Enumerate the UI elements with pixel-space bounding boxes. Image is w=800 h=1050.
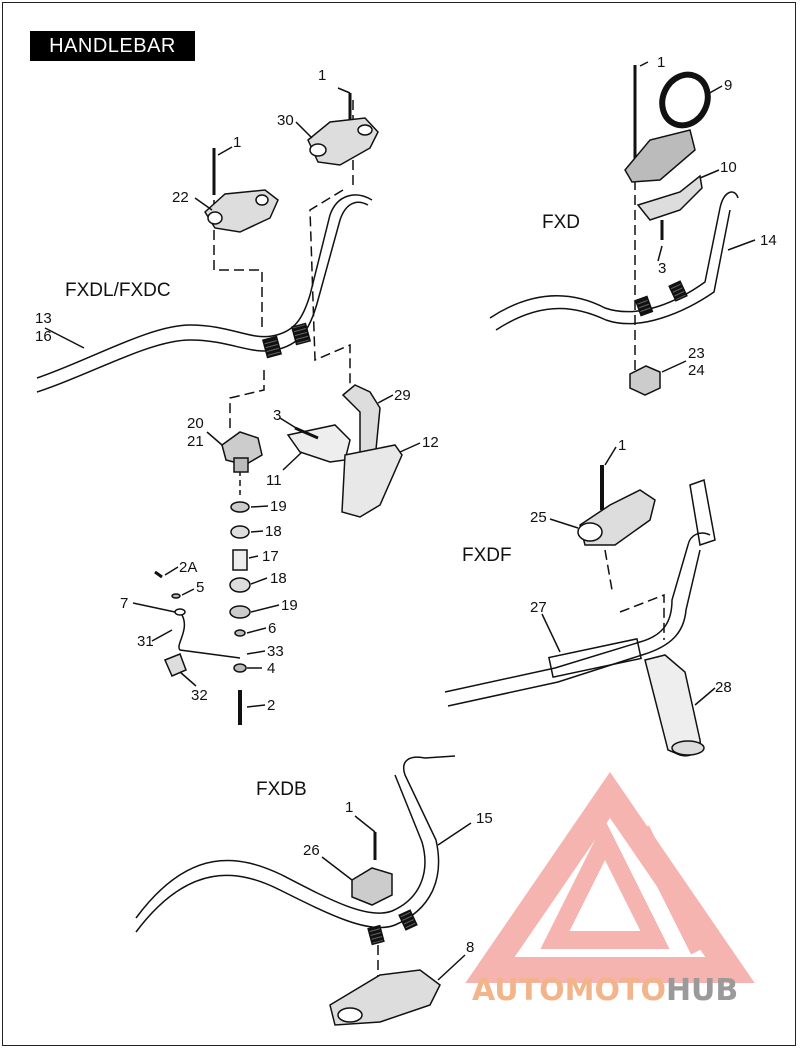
callout-10: 10	[720, 159, 737, 176]
callout-17: 17	[262, 548, 279, 565]
watermark-logo	[465, 772, 755, 983]
handlebar-15	[135, 755, 456, 933]
riser-26	[351, 867, 393, 906]
handlebar-27	[444, 532, 711, 693]
model-label-fxdf: FXDF	[462, 545, 512, 566]
callout-5: 5	[196, 579, 204, 596]
fxd-assembly	[489, 61, 756, 396]
callout-8: 8	[466, 939, 474, 956]
callout-28: 28	[715, 679, 732, 696]
callout-26: 26	[303, 842, 320, 859]
callout-1: 1	[233, 134, 241, 151]
callout-29: 29	[394, 387, 411, 404]
fxdl-assembly	[36, 87, 421, 725]
bracket-10	[636, 174, 703, 221]
riser-23	[629, 365, 661, 396]
model-label-fxd: FXD	[542, 212, 580, 233]
bracket-29	[341, 384, 381, 463]
callout-3: 3	[658, 260, 666, 277]
callout-22: 22	[172, 189, 189, 206]
callout-9: 9	[724, 77, 732, 94]
callout-30: 30	[277, 112, 294, 129]
watermark-hub: HUB	[666, 973, 738, 1008]
model-label-fxdb: FXDB	[256, 779, 307, 800]
callout-2a: 2A	[179, 559, 197, 576]
callout-18: 18	[265, 523, 282, 540]
callout-32: 32	[191, 687, 208, 704]
callout-33: 33	[267, 643, 284, 660]
model-label-fxdl: FXDL/FXDC	[65, 280, 171, 301]
callout-20: 20	[187, 415, 204, 432]
callout-1: 1	[618, 437, 626, 454]
page-title: HANDLEBAR	[30, 31, 195, 61]
callout-13: 13	[35, 310, 52, 327]
watermark-automoto: AUTOMOTO	[472, 973, 666, 1008]
fxdf-assembly	[444, 446, 716, 757]
fxdb-assembly	[135, 755, 472, 1026]
handlebar-14	[489, 191, 739, 319]
callout-1: 1	[345, 799, 353, 816]
callout-14: 14	[760, 232, 777, 249]
callout-24: 24	[688, 362, 705, 379]
callout-7: 7	[120, 595, 128, 612]
callout-18: 18	[270, 570, 287, 587]
callout-21: 21	[187, 433, 204, 450]
callout-23: 23	[688, 345, 705, 362]
callout-4: 4	[267, 660, 275, 677]
callout-11: 11	[266, 472, 282, 489]
callout-1: 1	[318, 67, 326, 84]
callout-31: 31	[137, 633, 154, 650]
riser-20	[221, 431, 263, 466]
clamp-9	[659, 71, 711, 129]
callout-16: 16	[35, 328, 52, 345]
callout-12: 12	[422, 434, 439, 451]
callout-2: 2	[267, 697, 275, 714]
watermark-text-automoto: AUTOMOTOHUB	[472, 973, 738, 1008]
callout-1: 1	[657, 54, 665, 71]
callout-6: 6	[268, 620, 276, 637]
callout-19: 19	[270, 498, 287, 515]
callout-numbers: 13 16 1 30 1 22 20 21 3 11 29 12 19 18 1…	[35, 54, 777, 956]
callout-3: 3	[273, 407, 281, 424]
callout-27: 27	[530, 599, 547, 616]
handlebar-13	[36, 201, 369, 393]
callout-19: 19	[281, 597, 298, 614]
callout-25: 25	[530, 509, 547, 526]
ground-strap-31	[178, 614, 241, 659]
clip-32	[164, 653, 187, 677]
cover-12	[341, 444, 403, 518]
callout-15: 15	[476, 810, 493, 827]
